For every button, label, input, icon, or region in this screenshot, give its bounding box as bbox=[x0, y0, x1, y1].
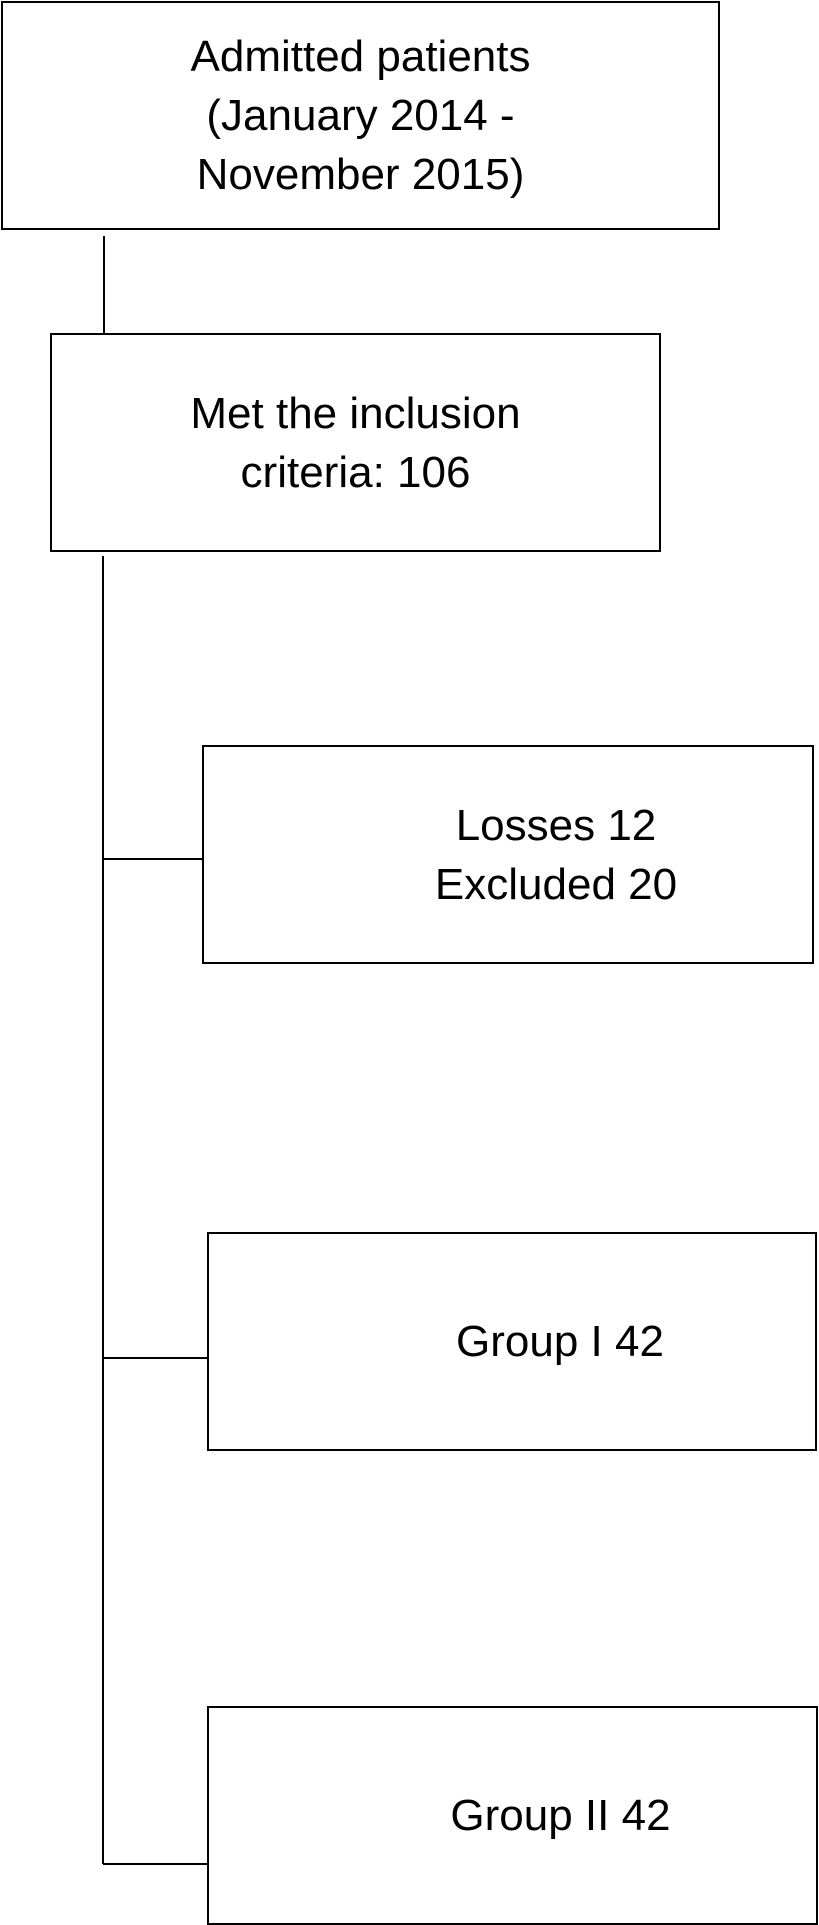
losses-excluded-box: Losses 12 Excluded 20 bbox=[202, 745, 814, 964]
inclusion-criteria-box: Met the inclusion criteria: 106 bbox=[50, 333, 661, 552]
admitted-line-2: (January 2014 - bbox=[206, 91, 515, 140]
losses-line-2: Excluded 20 bbox=[434, 859, 678, 909]
admitted-line-1: Admitted patients bbox=[190, 32, 531, 81]
group-1-label: Group I 42 bbox=[456, 1317, 664, 1366]
admitted-line-3: November 2015) bbox=[196, 150, 525, 199]
group-1-box: Group I 42 bbox=[207, 1232, 817, 1451]
losses-line-1: Losses 12 bbox=[455, 800, 657, 850]
group-2-box: Group II 42 bbox=[207, 1706, 818, 1925]
admitted-patients-box: Admitted patients (January 2014 - Novemb… bbox=[1, 1, 720, 230]
inclusion-line-2: criteria: 106 bbox=[240, 447, 471, 497]
inclusion-line-1: Met the inclusion bbox=[190, 388, 521, 438]
group-2-label: Group II 42 bbox=[450, 1791, 671, 1840]
